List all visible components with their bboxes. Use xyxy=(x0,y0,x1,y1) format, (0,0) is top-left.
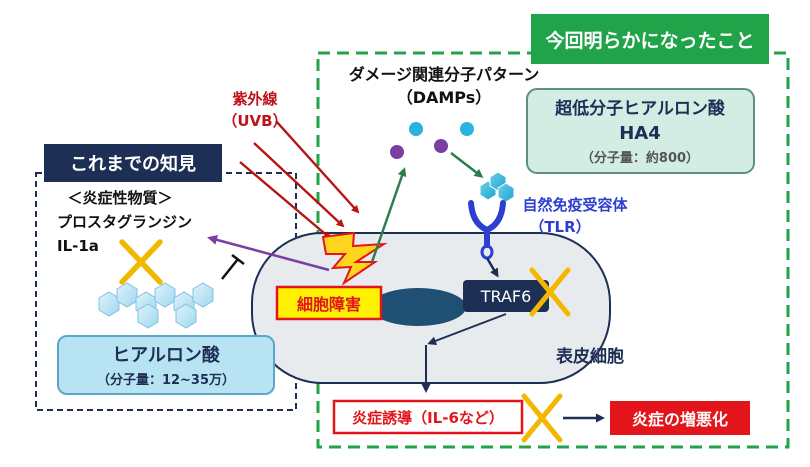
previous-findings-header-text: これまでの知見 xyxy=(70,153,196,175)
ha-hexagon-2 xyxy=(116,282,138,308)
inflammatory-substances-title: ＜炎症性物質＞ xyxy=(67,189,172,207)
tlr-to-traf6-arrow xyxy=(485,257,499,278)
cell-damage-box xyxy=(275,285,383,321)
ha-hexagon-6 xyxy=(192,282,214,308)
damps-label: ダメージ関連分子パターン xyxy=(349,65,539,84)
uv-ray-2 xyxy=(253,142,345,228)
hyaluronic-acid-mw: （分子量：12~35万） xyxy=(97,372,235,388)
tlr-receptor-icon xyxy=(468,200,506,234)
lightning-icon xyxy=(321,231,388,286)
hyaluronic-acid-box xyxy=(57,335,275,395)
tlr-label: 自然免疫受容体 xyxy=(522,196,628,214)
ha4-title: 超低分子ヒアルロン酸 xyxy=(555,98,726,119)
previous-findings-header xyxy=(44,144,222,182)
inflammation-induction-box xyxy=(332,399,524,435)
traf6-to-center-arrow xyxy=(427,313,507,346)
inflammation-worsening-box xyxy=(610,401,750,435)
damps-sub-label: （DAMPs） xyxy=(397,88,492,107)
cell-nucleus xyxy=(370,288,466,326)
inflammatory-block-cross-icon xyxy=(119,239,163,285)
traf6-box xyxy=(463,280,549,312)
cell-to-inflammatory-arrow xyxy=(207,234,330,272)
ha-hexagon-8 xyxy=(175,303,197,329)
ha-hexagon-4 xyxy=(154,282,176,308)
epidermal-cell-label: 表皮細胞 xyxy=(556,346,624,367)
inflammatory-item-1: プロスタグランジン xyxy=(57,213,192,231)
ha-hexagon-1 xyxy=(98,291,120,317)
hyaluronic-acid-title: ヒアルロン酸 xyxy=(112,344,221,366)
inflammation-induction-text: 炎症誘導（IL-6など） xyxy=(352,409,504,427)
inflammatory-item-2: IL-1a xyxy=(57,237,99,255)
traf6-block-cross-icon xyxy=(529,267,571,317)
damage-to-damps-arrow xyxy=(370,167,407,263)
uv-ray-1 xyxy=(275,120,360,214)
uv-ray-3 xyxy=(239,161,332,240)
ha4-hexagon-3 xyxy=(497,182,515,203)
uv-sub-label: （UVB） xyxy=(222,112,287,130)
damp-molecule-cyan-1 xyxy=(409,122,423,136)
damp-molecule-purple-2 xyxy=(434,139,448,153)
inhibition-bar-icon xyxy=(221,254,245,280)
damp-molecule-purple-1 xyxy=(390,145,404,159)
tlr-sub-label: （TLR） xyxy=(529,218,590,236)
ha-hexagon-7 xyxy=(137,303,159,329)
damps-to-tlr-arrow xyxy=(450,152,484,178)
inflammation-worsening-text: 炎症の増悪化 xyxy=(632,410,728,429)
new-findings-header xyxy=(531,14,769,64)
ha4-mw: （分子量：約800） xyxy=(581,150,699,166)
uv-label: 紫外線 xyxy=(232,90,277,108)
traf6-text: TRAF6 xyxy=(480,287,532,306)
damp-molecule-cyan-2 xyxy=(460,122,474,136)
new-findings-header-text: 今回明らかになったこと xyxy=(544,29,754,52)
ha4-name: HA4 xyxy=(619,123,661,144)
cell-damage-text: 細胞障害 xyxy=(297,295,361,314)
induction-block-cross-icon xyxy=(521,393,563,443)
ha4-box xyxy=(526,88,755,174)
